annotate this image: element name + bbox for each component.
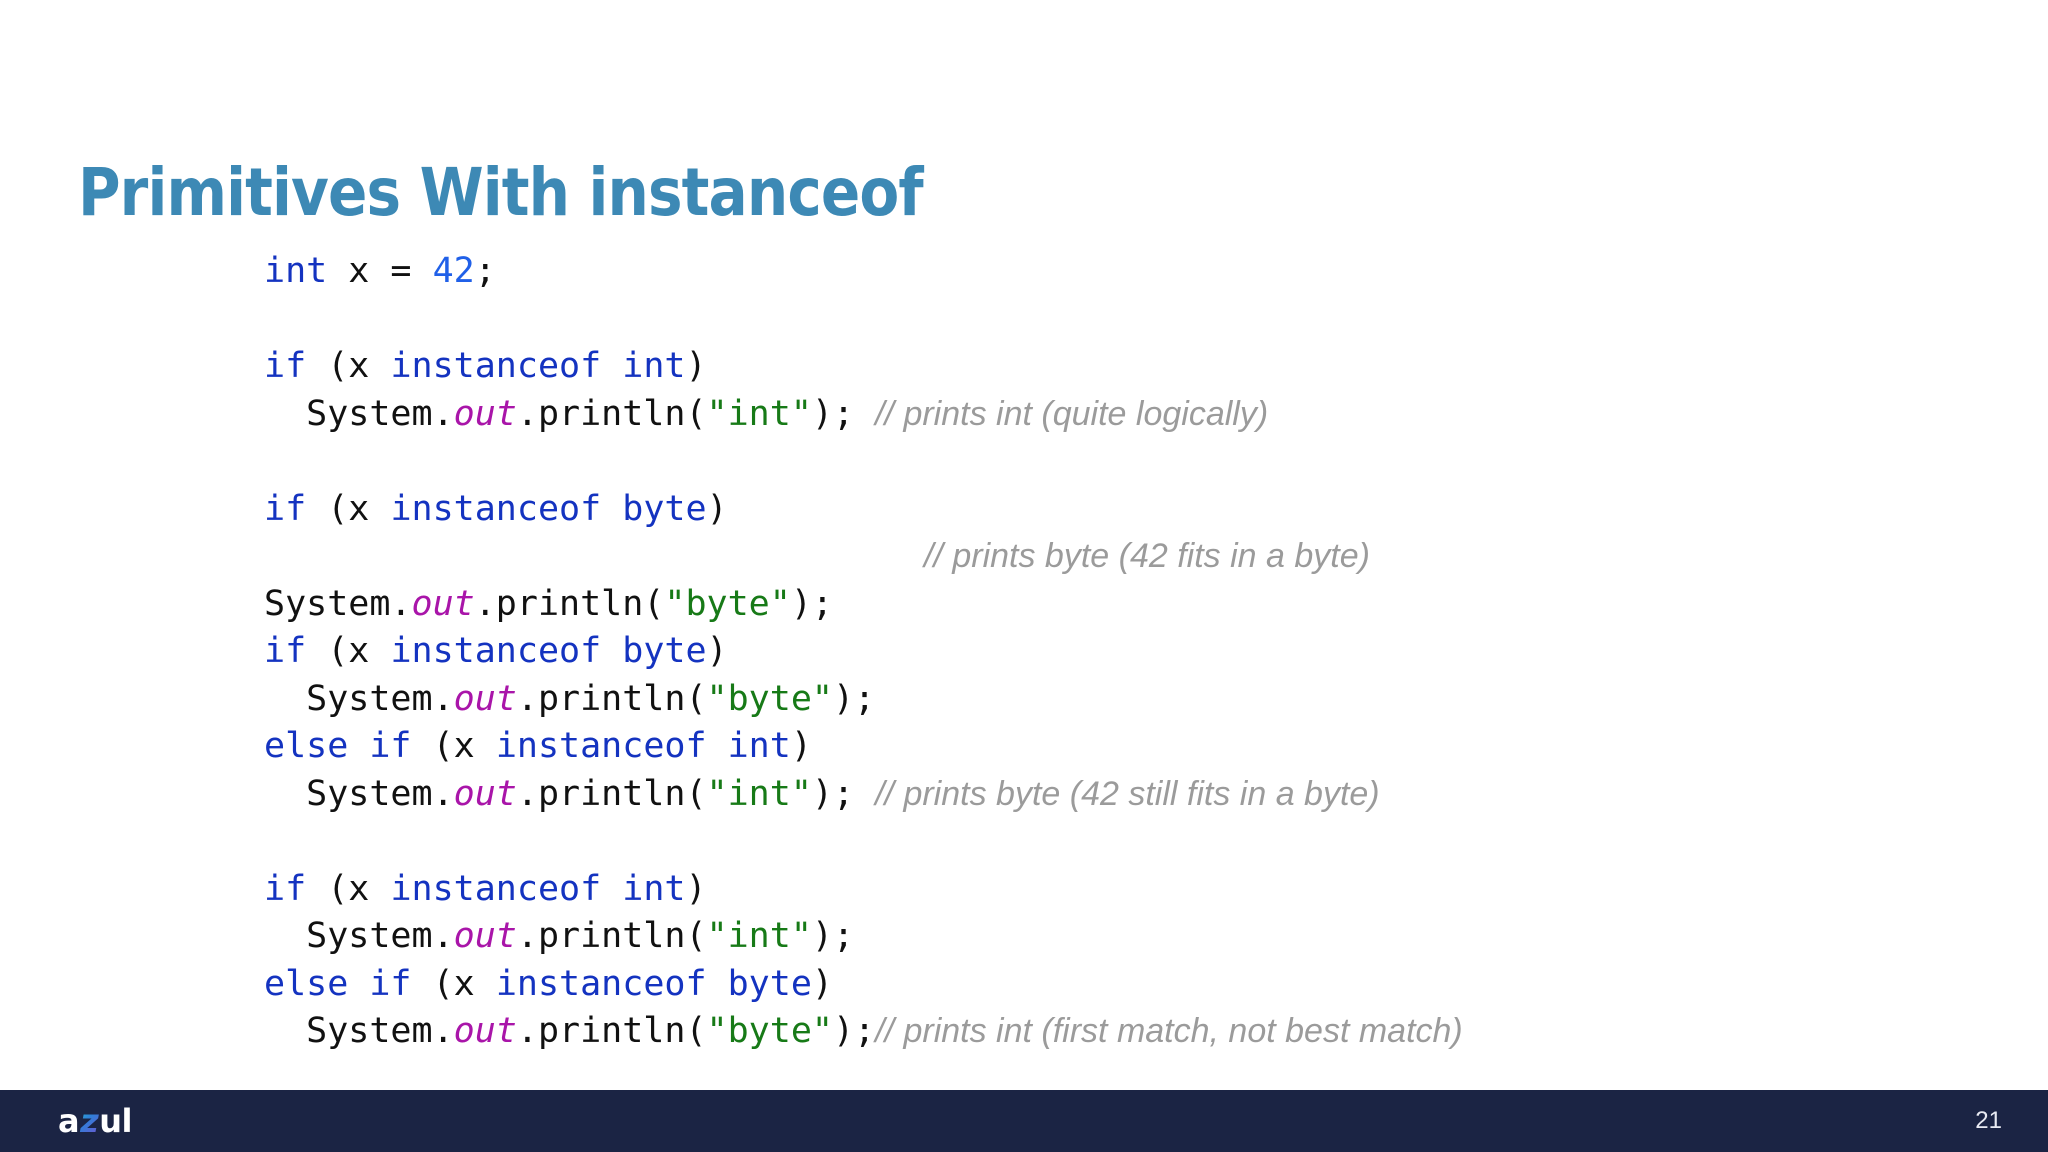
code-token-plain: System. (264, 393, 454, 434)
code-line: System.out.println("int"); // prints byt… (264, 771, 1463, 819)
code-token-plain: ; (474, 251, 496, 291)
code-token-kw: instanceof int (495, 726, 791, 766)
code-token-plain: ); (811, 773, 876, 814)
code-token-kw: if (264, 488, 307, 529)
code-token-kw: instanceof int (390, 346, 686, 386)
code-token-plain: System. (264, 916, 454, 956)
code-line: int x = 42; (264, 248, 1463, 296)
code-token-kw: instanceof int (390, 868, 686, 909)
code-line: if (x instanceof int) (264, 866, 1463, 914)
code-token-kw: else if (264, 726, 412, 766)
page-title: Primitives With instanceof (78, 154, 924, 232)
code-token-kw: instanceof byte (495, 963, 812, 1004)
page-number: 21 (1975, 1107, 2002, 1134)
code-line: if (x instanceof int) (264, 343, 1463, 391)
code-token-plain: (x (411, 726, 496, 766)
code-token-plain: System. (264, 678, 454, 719)
code-token-kw: int (264, 251, 328, 291)
code-line: if (x instanceof byte) (264, 486, 1463, 534)
code-token-cmt: // prints byte (42 still fits in a byte) (875, 774, 1380, 813)
code-token-cmt: // prints int (first match, not best mat… (875, 1012, 1463, 1050)
code-line (264, 438, 1463, 486)
code-token-kw: if (264, 868, 307, 909)
code-token-fld: out (453, 393, 517, 434)
code-token-num: 42 (432, 251, 475, 291)
code-token-str: "byte" (664, 583, 791, 624)
code-token-plain: (x (306, 631, 391, 671)
code-token-plain: System. (264, 773, 454, 814)
code-token-plain: ); (832, 678, 876, 719)
code-token-kw: instanceof byte (390, 488, 707, 529)
code-line: else if (x instanceof int) (264, 723, 1463, 771)
code-token-fld: out (453, 916, 517, 956)
code-token-plain: .println( (516, 678, 707, 719)
code-token-kw: instanceof byte (390, 631, 707, 671)
code-token-str: "byte" (706, 1011, 833, 1051)
code-token-plain: .println( (516, 773, 707, 814)
code-token-plain: ); (811, 916, 855, 956)
code-token-plain: .println( (516, 1011, 707, 1051)
code-token-fld: out (453, 678, 517, 719)
code-token-plain: (x (306, 346, 391, 386)
code-token-plain: ); (811, 393, 876, 434)
code-token-plain: (x (306, 868, 391, 909)
code-token-str: "int" (706, 393, 812, 434)
code-token-plain: ) (706, 488, 728, 529)
code-token-plain: (x (306, 488, 391, 529)
code-token-str: "int" (706, 916, 812, 956)
logo-letters-ul: ul (99, 1102, 132, 1140)
logo-letter-a: a (58, 1102, 80, 1140)
code-line: System.out.println("byte");// prints int… (264, 1008, 1463, 1056)
code-token-plain: ); (832, 1011, 876, 1051)
code-token-cmt: // prints int (quite logically) (875, 394, 1269, 433)
logo-letter-z: z (80, 1102, 99, 1140)
code-line: System.out.println("int"); (264, 913, 1463, 961)
code-token-str: "int" (706, 773, 812, 814)
code-line: else if (x instanceof byte) (264, 961, 1463, 1009)
code-line: System.out.println("byte"); (264, 581, 1463, 629)
code-token-kw: if (264, 346, 307, 386)
code-line: System.out.println("int"); // prints int… (264, 391, 1463, 439)
code-token-fld: out (453, 773, 517, 814)
code-line: if (x instanceof byte) (264, 628, 1463, 676)
code-line (264, 296, 1463, 344)
code-token-fld: out (453, 1011, 517, 1051)
code-block: int x = 42; if (x instanceof int) System… (264, 248, 1463, 1056)
code-token-str: "byte" (706, 678, 833, 719)
code-token-plain: .println( (516, 393, 707, 434)
code-token-plain: ) (790, 726, 812, 766)
code-token-fld: out (411, 583, 475, 624)
code-comment-line: // prints byte (42 fits in a byte) (264, 533, 1463, 581)
code-token-kw: if (264, 631, 307, 671)
code-token-plain: ); (790, 583, 833, 624)
code-token-cmt: // prints byte (42 fits in a byte) (924, 537, 1370, 575)
code-token-plain: .println( (474, 583, 665, 624)
code-token-plain: ) (685, 346, 707, 386)
code-token-plain: (x (411, 963, 496, 1004)
code-line: System.out.println("byte"); (264, 676, 1463, 724)
code-token-plain: .println( (516, 916, 707, 956)
code-token-kw: else if (264, 963, 412, 1004)
code-token-plain: System. (264, 1011, 454, 1051)
code-token-plain: x = (327, 251, 433, 291)
code-token-plain: System. (264, 583, 412, 624)
code-line (264, 818, 1463, 866)
code-token-plain: ) (706, 631, 728, 671)
code-token-plain: ) (811, 963, 833, 1004)
code-token-plain: ) (685, 868, 707, 909)
